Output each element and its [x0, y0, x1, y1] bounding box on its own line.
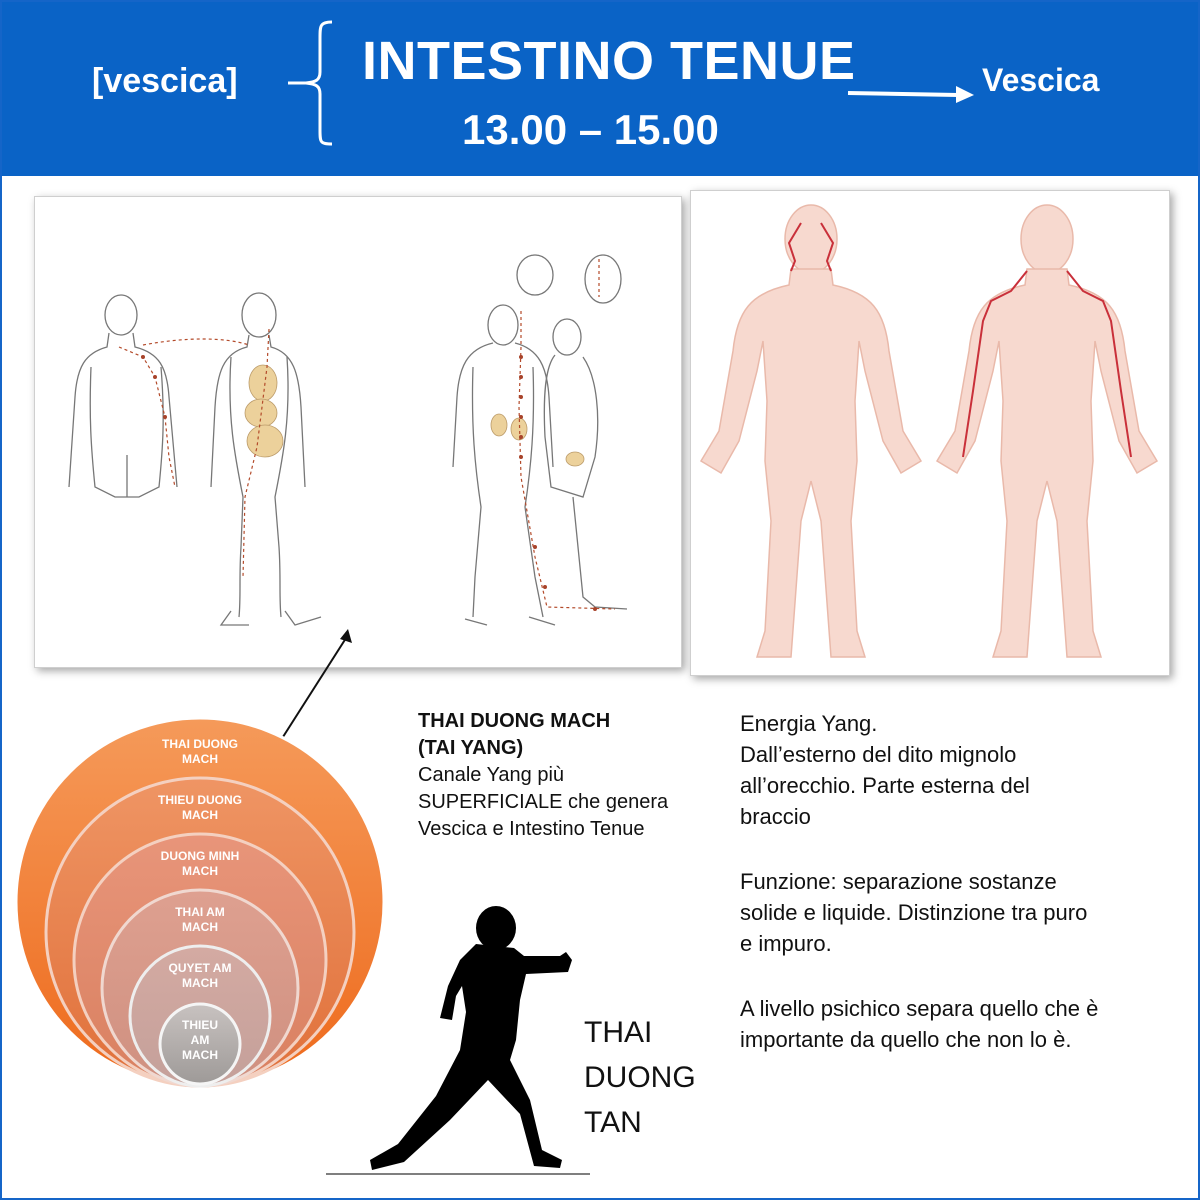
organ-description: Energia Yang. Dall’esterno del dito mign…	[740, 708, 1190, 1089]
left-brace-icon	[288, 20, 333, 146]
function-paragraph: Funzione: separazione sostanze solide e …	[740, 869, 1088, 956]
nested-circles	[14, 716, 386, 1088]
time-range: 13.00 – 15.00	[462, 106, 719, 153]
psychic-paragraph: A livello psichico separa quello che è i…	[740, 996, 1099, 1052]
meridian-alias: (TAI YANG)	[418, 737, 524, 759]
meridian-anatomy-illustration	[34, 196, 682, 668]
meridian-desc-line: SUPERFICIALE che genera	[418, 791, 669, 813]
energy-paragraph: Energia Yang. Dall’esterno del dito mign…	[740, 711, 1030, 829]
arrow-right-icon	[847, 86, 974, 103]
meridian-desc-line: Vescica e Intestino Tenue	[418, 818, 645, 840]
meridian-description: THAI DUONG MACH (TAI YANG) Canale Yang p…	[418, 708, 708, 843]
organ-title: INTESTINO TENUE	[362, 31, 856, 91]
stance-name: THAI DUONG TAN	[584, 1016, 696, 1139]
martial-arts-stance-silhouette	[326, 906, 590, 1175]
meridian-desc-line: Canale Yang più	[418, 764, 565, 786]
meridian-name: THAI DUONG MACH	[418, 710, 611, 732]
previous-organ: [vescica]	[92, 62, 238, 100]
circle-ring-6	[158, 1002, 242, 1086]
anatomy-drawings	[68, 254, 628, 626]
next-organ: Vescica	[982, 62, 1100, 98]
body-channel-illustration	[690, 190, 1170, 676]
header-banner: [vescica] INTESTINO TENUE 13.00 – 15.00 …	[0, 0, 1200, 176]
body-silhouettes	[699, 204, 1159, 658]
